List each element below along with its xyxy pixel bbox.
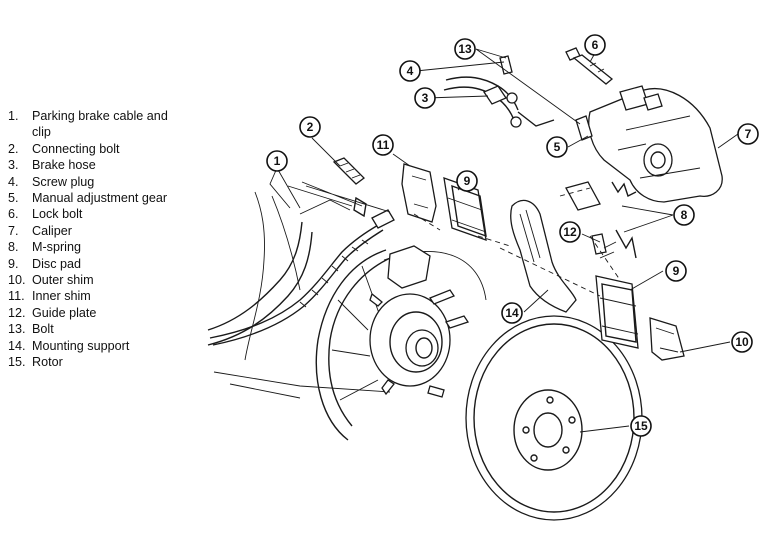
legend-number: 14. [8,338,26,353]
legend-label: Caliper [32,223,72,238]
callout-10: 10 [731,331,753,353]
legend-number: 5. [8,191,19,206]
parts-legend: 1. Parking brake cable and clip 2. Connect… [8,108,182,371]
callout-number: 10 [735,335,749,349]
callout-8: 8 [673,204,695,226]
callout-number: 1 [274,154,281,168]
caliper [588,85,723,203]
legend-label: M-spring [32,240,81,255]
legend-item: 11. Inner shim [8,288,182,304]
lock-bolt [565,47,614,85]
leader-lines [269,48,739,433]
legend-label: Guide plate [32,305,97,320]
rotor [465,315,643,521]
callout-number: 3 [422,91,429,105]
legend-number: 15. [8,355,26,370]
callout-15: 15 [630,415,652,437]
callout-number: 2 [307,120,314,134]
legend-label: Connecting bolt [32,141,120,156]
callout-13: 13 [454,38,476,60]
legend-item: 12. Guide plate [8,305,182,321]
callout-number: 6 [592,38,599,52]
callout-number: 7 [745,127,752,141]
legend-number: 4. [8,174,19,189]
legend-label: Inner shim [32,289,91,304]
legend-item: 2. Connecting bolt [8,141,182,157]
legend-number: 2. [8,141,19,156]
legend-number: 1. [8,109,19,123]
legend-number: 8. [8,240,19,255]
legend-item: 8. M-spring [8,239,182,255]
callout-9-lower: 9 [665,260,687,282]
legend-item: 4. Screw plug [8,174,182,190]
legend-label: Brake hose [32,158,96,173]
knuckle-outline [207,191,391,399]
disc-pad-lower [595,275,639,349]
legend-number: 7. [8,223,19,238]
guide-plate [565,181,617,259]
callout-4: 4 [399,60,421,82]
callout-number: 11 [377,138,390,152]
legend-label: Parking brake cable and clip [32,109,168,140]
legend-item: 1. Parking brake cable and clip [8,108,182,141]
legend-label: Screw plug [32,174,95,189]
callout-number: 5 [554,140,561,154]
legend-label: Rotor [32,355,63,370]
legend-label: Disc pad [32,256,81,271]
legend-item: 3. Brake hose [8,157,182,173]
callout-number: 9 [673,264,680,278]
callout-2: 2 [299,116,321,138]
legend-item: 10. Outer shim [8,272,182,288]
m-spring [611,181,637,259]
outer-shim [649,317,685,361]
callout-6: 6 [584,34,606,56]
callout-number: 15 [634,419,648,433]
legend-number: 3. [8,158,19,173]
callout-12: 12 [559,221,581,243]
callout-11: 11 [372,134,394,156]
legend-label: Outer shim [32,273,94,288]
legend-number: 9. [8,256,19,271]
callout-number: 14 [505,306,519,320]
callout-number: 12 [563,225,577,239]
mounting-support [510,199,577,313]
legend-label: Lock bolt [32,207,83,222]
parking-brake-cable [209,181,395,346]
legend-item: 6. Lock bolt [8,206,182,222]
legend-item: 5. Manual adjustment gear [8,190,182,206]
wheel-hub [369,289,470,398]
callout-7: 7 [737,123,759,145]
callout-1: 1 [266,150,288,172]
legend-label: Bolt [32,322,54,337]
dust-shield [315,245,487,441]
legend-item: 14. Mounting support [8,338,182,354]
callout-9-upper: 9 [456,170,478,192]
callout-5: 5 [546,136,568,158]
callout-number: 8 [681,208,688,222]
legend-label: Manual adjustment gear [32,191,168,206]
legend-number: 11. [8,289,25,304]
legend-item: 9. Disc pad [8,256,182,272]
callout-14: 14 [501,302,523,324]
legend-item: 15. Rotor [8,354,182,370]
legend-number: 10. [8,273,26,288]
legend-number: 6. [8,207,19,222]
callout-number: 4 [407,64,414,78]
legend-number: 12. [8,305,26,320]
inner-shim [401,163,437,223]
legend-item: 7. Caliper [8,223,182,239]
callout-number: 9 [464,174,471,188]
legend-item: 13. Bolt [8,321,182,337]
legend-label: Mounting support [32,338,130,353]
legend-number: 13. [8,322,26,337]
brake-hose [443,55,593,141]
connecting-bolt [332,157,365,185]
callout-3: 3 [414,87,436,109]
callout-number: 13 [458,42,472,56]
